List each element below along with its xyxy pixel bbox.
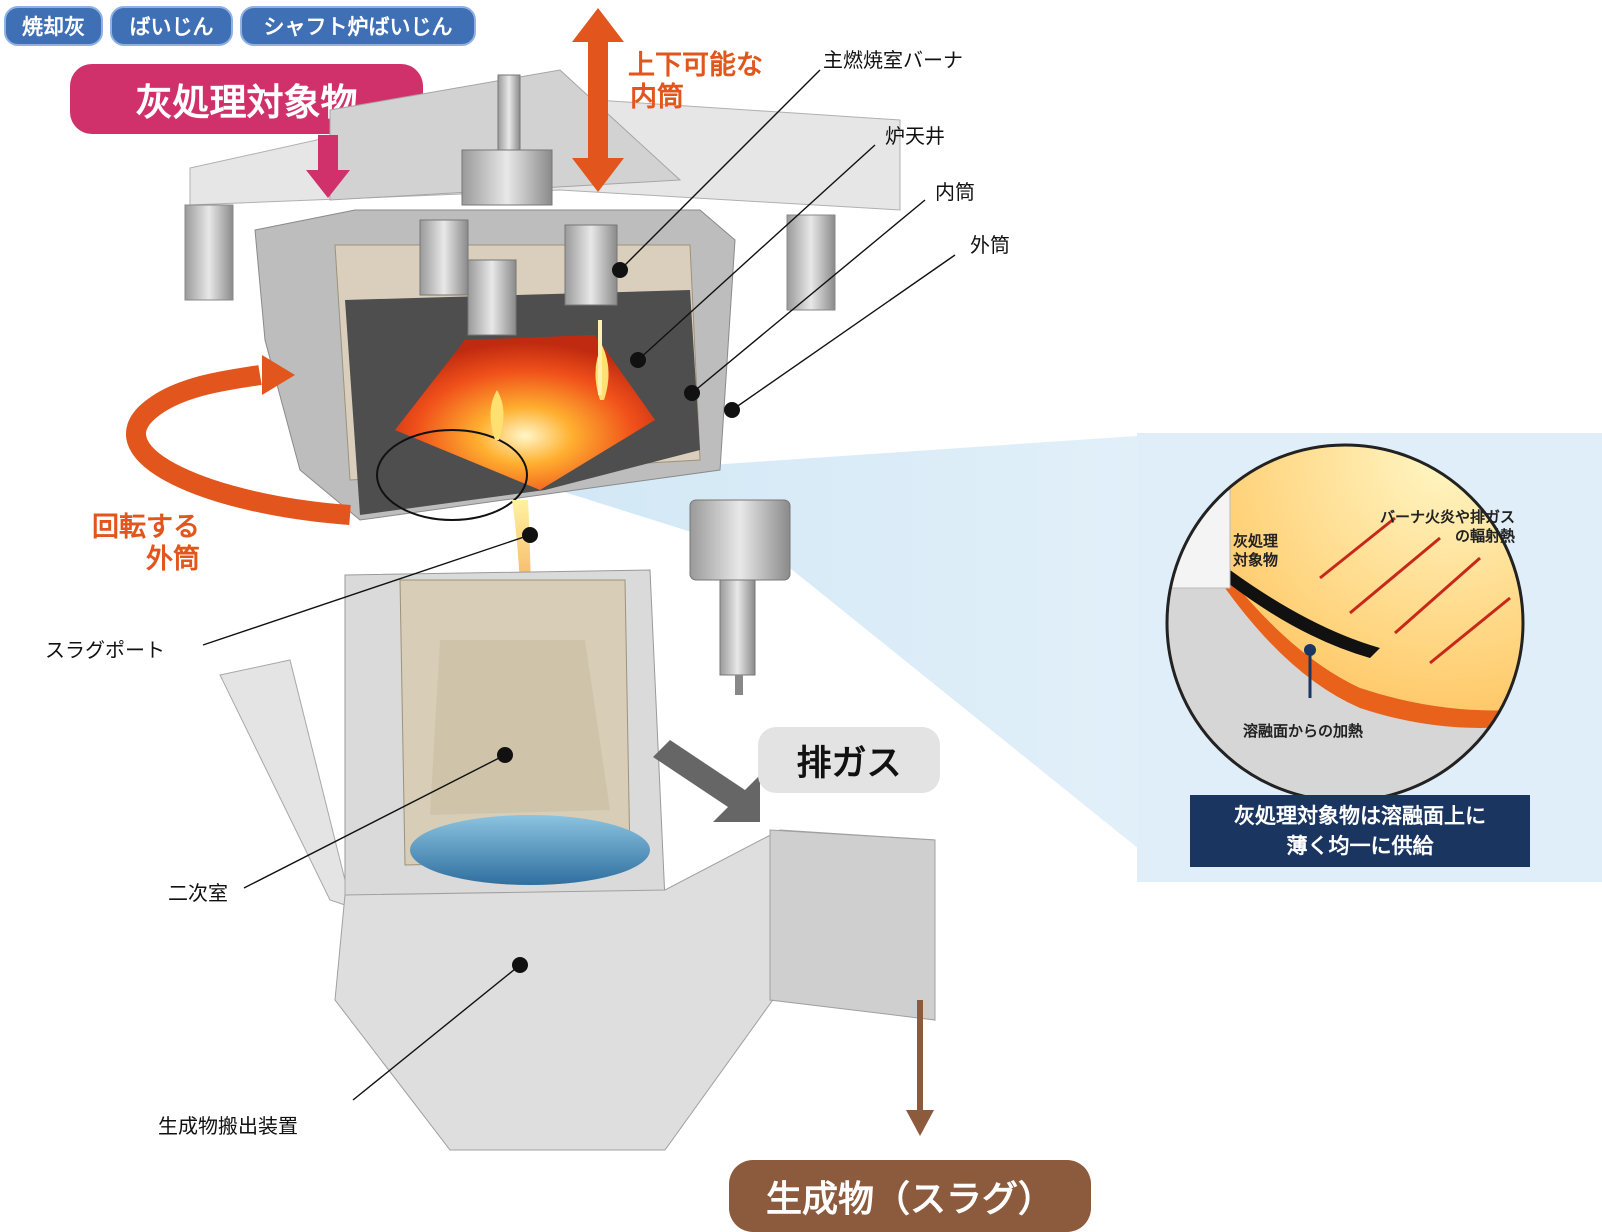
inner-cylinder-motion-label: 上下可能な 内筒 [628, 50, 763, 113]
burner-left [419, 219, 469, 296]
combustion-chamber [395, 335, 655, 490]
magnify-beam [520, 433, 1180, 882]
label-secondary-chamber: 二次室 [168, 881, 228, 905]
left-support-cylinder [184, 204, 234, 301]
up-down-arrow [572, 8, 624, 192]
burner-center [467, 259, 517, 336]
exhaust-arrow [653, 740, 760, 822]
label-outer-cylinder: 外筒 [970, 233, 1010, 257]
tag-shaft-furnace-fly-ash: シャフト炉ばいじん [240, 6, 476, 46]
label-main-burner: 主燃焼室バーナ [823, 48, 963, 72]
inset-radiant-heat-label: バーナ火炎や排ガス の輻射熱 [1379, 508, 1515, 545]
inset-material-label: 灰処理 対象物 [1233, 532, 1279, 569]
inset-melt-heating-label: 溶融面からの加熱 [1243, 722, 1364, 740]
rotation-arrow [126, 365, 351, 525]
inset-detail [1165, 443, 1525, 803]
label-discharge-device: 生成物搬出装置 [158, 1114, 298, 1138]
product-label: 生成物（スラグ） [729, 1160, 1091, 1232]
right-support-cylinder [786, 214, 836, 311]
inset-caption: 灰処理対象物は溶融面上に 薄く均一に供給 [1190, 795, 1530, 867]
drive-gear [689, 499, 791, 581]
label-inner-cylinder: 内筒 [935, 180, 975, 204]
tag-incineration-ash: 焼却灰 [4, 6, 103, 46]
water-bath [410, 815, 650, 885]
label-ceiling: 炉天井 [885, 124, 945, 148]
rotation-label: 回転する 外筒 [92, 512, 200, 575]
tag-fly-ash: ばいじん [110, 6, 233, 46]
label-slag-port: スラグポート [45, 638, 165, 662]
burner-right [564, 224, 618, 306]
melting-zone-circle [376, 429, 528, 521]
exhaust-gas-label: 排ガス [758, 727, 940, 793]
input-arrow [306, 135, 350, 198]
